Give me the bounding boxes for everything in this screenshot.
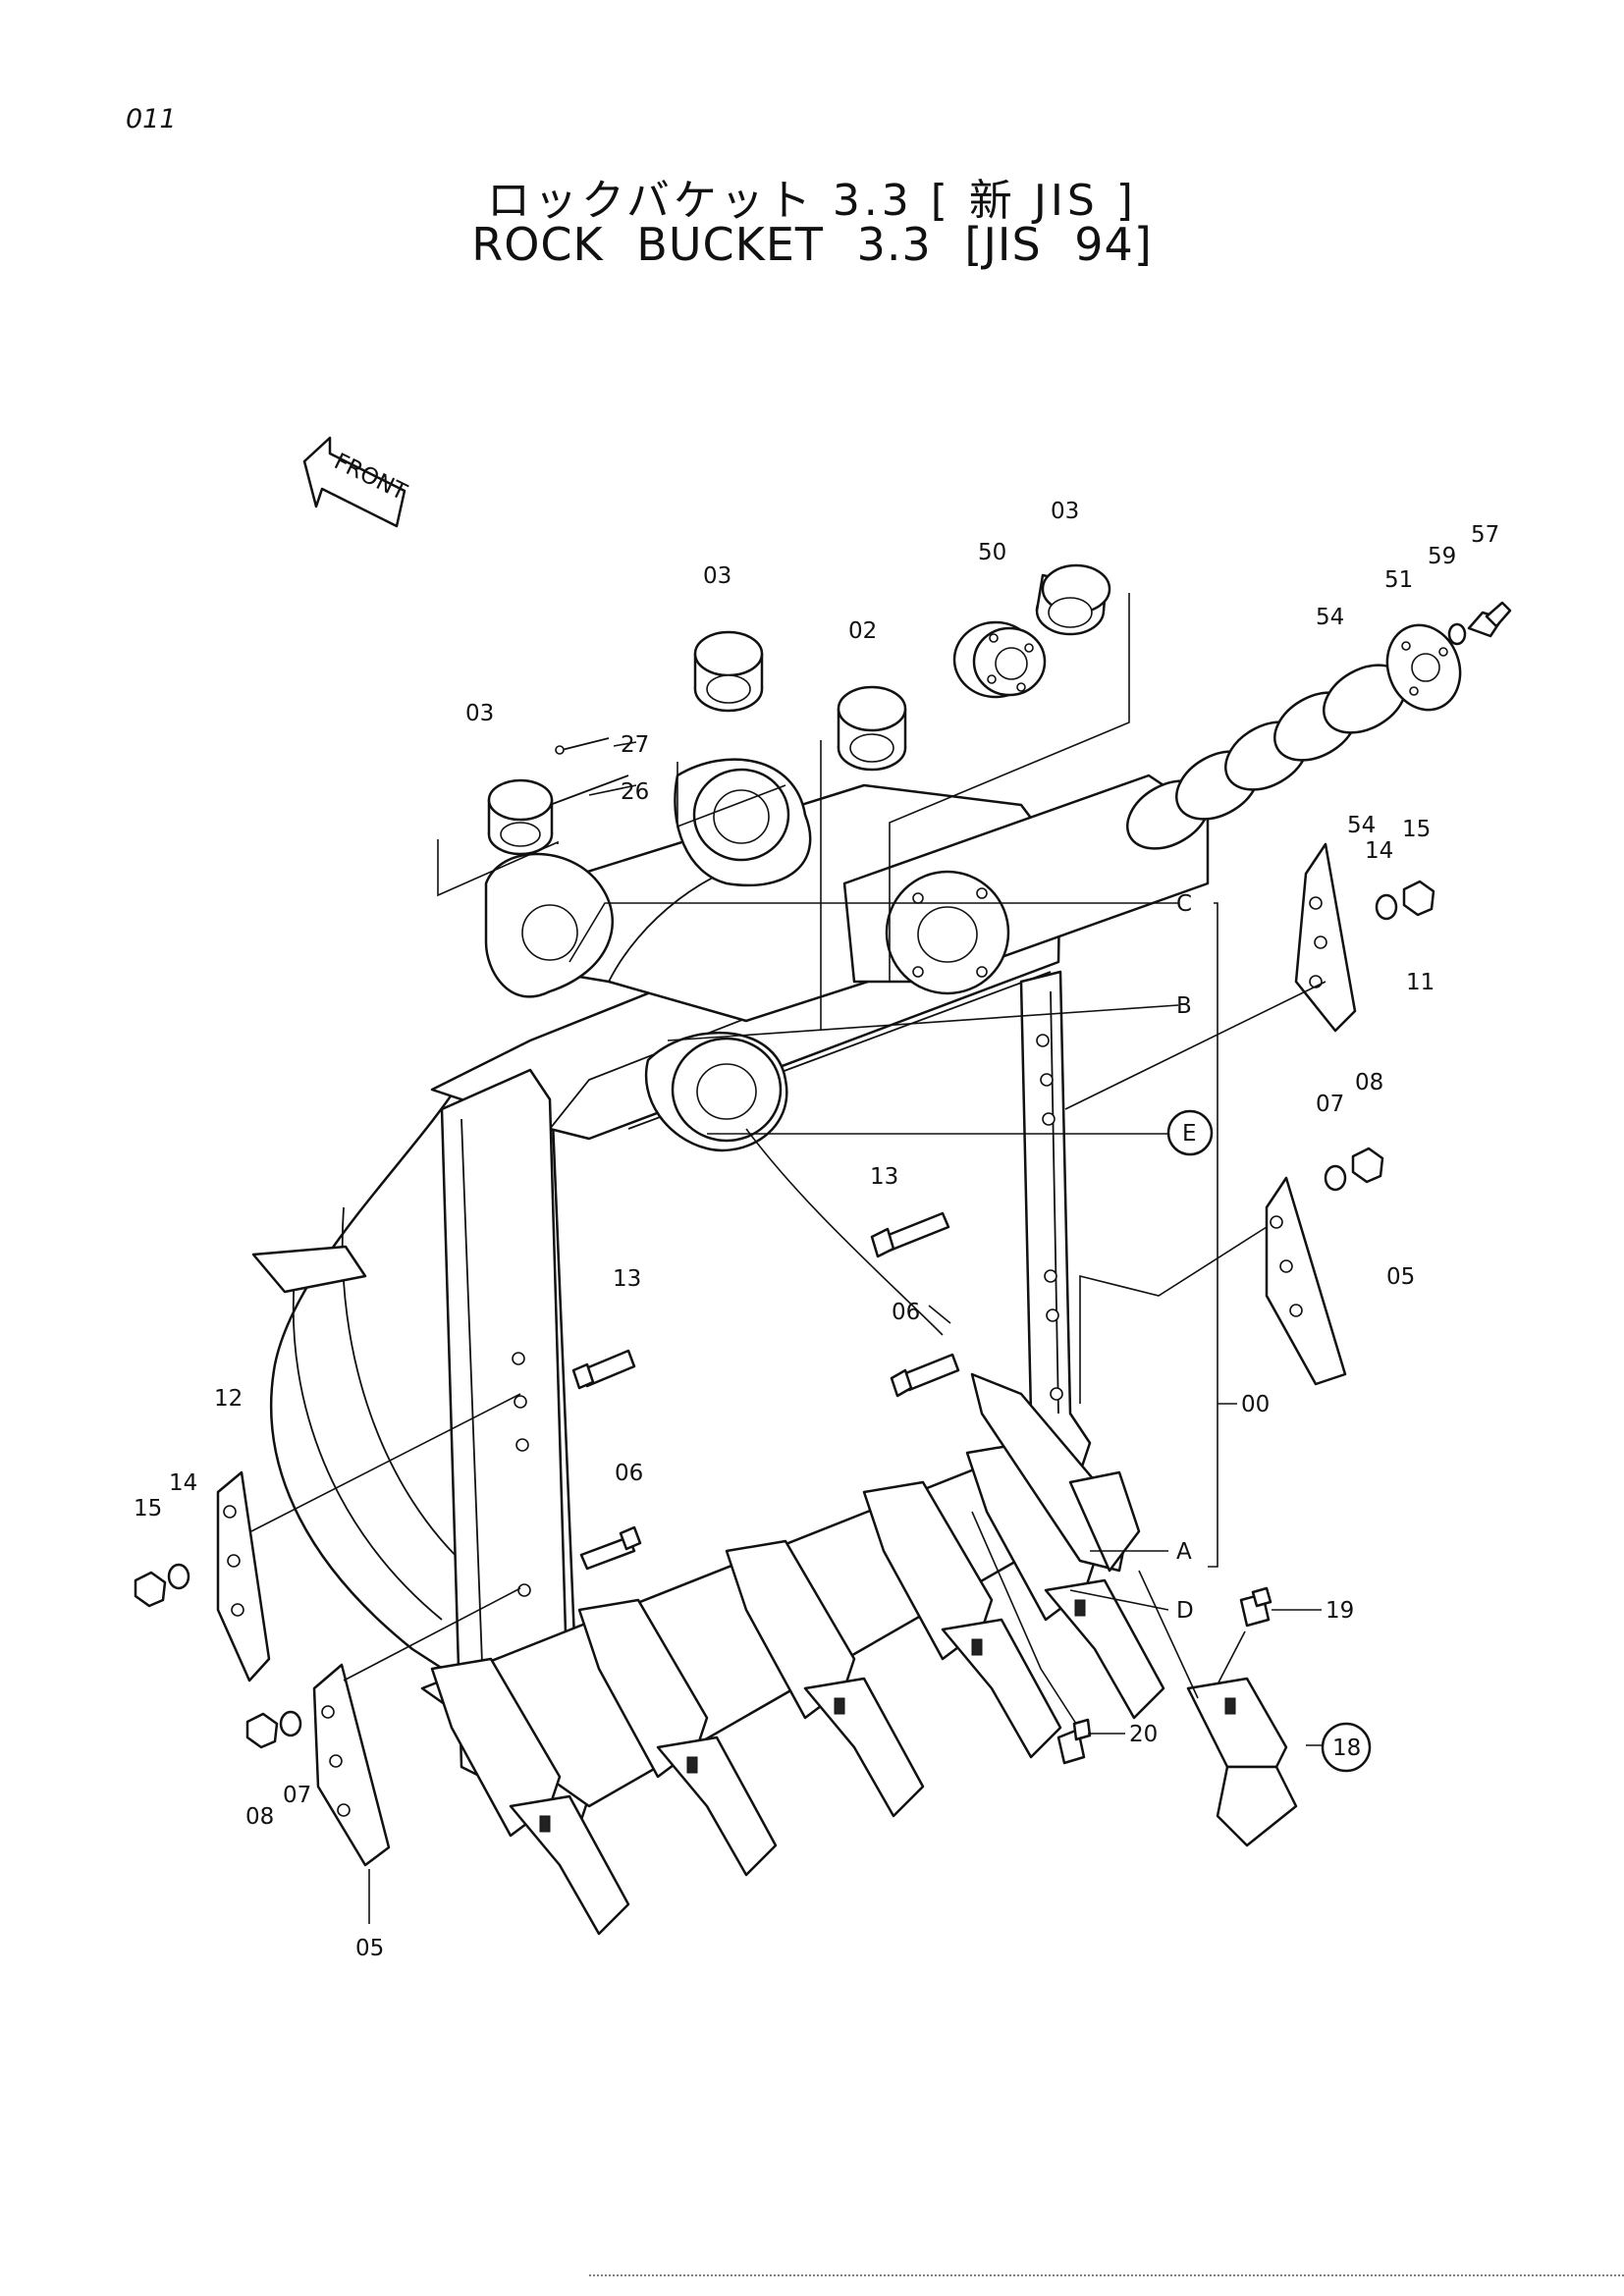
pin-26 [549,774,629,806]
bracket-03-left [437,839,559,897]
washer-14-left [167,1563,190,1590]
detached-tooth [1186,1677,1298,1847]
label-14-left: 14 [169,1470,197,1496]
label-03-right: 03 [1051,499,1079,524]
side-cutter-05-right [1265,1176,1347,1386]
bolt-13-lower [571,1349,636,1390]
label-59: 59 [1428,544,1456,569]
label-18: 18 [1332,1735,1361,1761]
label-19: 19 [1326,1598,1354,1624]
bushing-03-mid [693,630,764,713]
bracket-03-right [889,593,1130,982]
label-12: 12 [214,1386,243,1412]
label-05-left: 05 [355,1936,384,1961]
label-50: 50 [978,540,1006,565]
bolt-13-upper [870,1211,950,1258]
label-15-left: 15 [134,1496,162,1522]
label-26: 26 [621,779,649,805]
label-08-right: 08 [1355,1070,1383,1095]
bracket-03-mid [677,762,786,828]
shims-54 [1125,664,1408,850]
label-15-right: 15 [1402,817,1431,842]
bolt-06-mid [890,1353,960,1398]
bucket-body [251,758,1210,1828]
bucket-teeth [430,1372,1165,1936]
label-E: E [1182,1121,1197,1147]
label-51: 51 [1384,567,1413,593]
label-13-upper: 13 [870,1164,898,1190]
label-C: C [1176,891,1192,917]
label-27: 27 [621,732,649,758]
bushing-03-left [487,778,554,856]
label-54-top: 54 [1316,605,1344,630]
flange-50 [952,620,1047,699]
pin-27 [555,737,610,755]
label-03-left: 03 [465,701,494,726]
plate-51 [1385,623,1462,712]
side-cutter-12 [216,1470,271,1682]
title-english: ROCK BUCKET 3.3 [JIS 94] [471,218,1153,271]
page-number: 011 [126,104,177,134]
bushing-03-right [1035,563,1111,636]
leader-lines [250,741,1327,1924]
side-cutter-05-left [312,1663,391,1867]
nut-15-left [134,1571,167,1608]
label-D: D [1176,1598,1194,1624]
label-A: A [1176,1539,1192,1565]
pin-20 [1056,1718,1092,1765]
label-02: 02 [848,618,877,644]
side-cutter-11 [1294,842,1357,1033]
label-08-left: 08 [245,1804,274,1830]
label-06-mid: 06 [892,1300,920,1325]
washer-14-right [1375,893,1398,921]
bolt-06-lower [579,1525,642,1571]
label-05-right: 05 [1386,1264,1415,1290]
washer-07-right [1324,1164,1347,1192]
label-11: 11 [1406,970,1435,995]
pin-19 [1239,1586,1272,1628]
title-japanese: ロックバケット 3.3 [ 新 JIS ] [487,176,1137,226]
nut-08-right [1351,1147,1384,1184]
label-07-right: 07 [1316,1092,1344,1117]
label-03-mid: 03 [703,563,731,589]
label-00: 00 [1241,1392,1270,1417]
label-07-left: 07 [283,1783,311,1808]
marker-E-circle [1166,1109,1214,1156]
label-20: 20 [1129,1722,1158,1747]
bushing-02 [837,685,907,772]
washer-07-left [279,1710,302,1737]
nut-08-left [245,1712,279,1749]
label-54-bottom: 54 [1347,813,1376,838]
label-06-lower: 06 [615,1461,643,1486]
callout-labels: 03 03 03 02 50 27 26 51 59 57 54 54 14 1… [134,499,1499,1961]
label-B: B [1176,993,1192,1019]
label-57: 57 [1471,522,1499,548]
front-arrow: FRONT [302,436,411,528]
nut-15-right [1402,880,1435,917]
label-13-lower: 13 [613,1266,641,1292]
label-14-right: 14 [1365,838,1393,864]
marker-18-circle [1321,1722,1372,1773]
bolt-57 [1467,601,1512,638]
washer-59 [1447,622,1467,646]
